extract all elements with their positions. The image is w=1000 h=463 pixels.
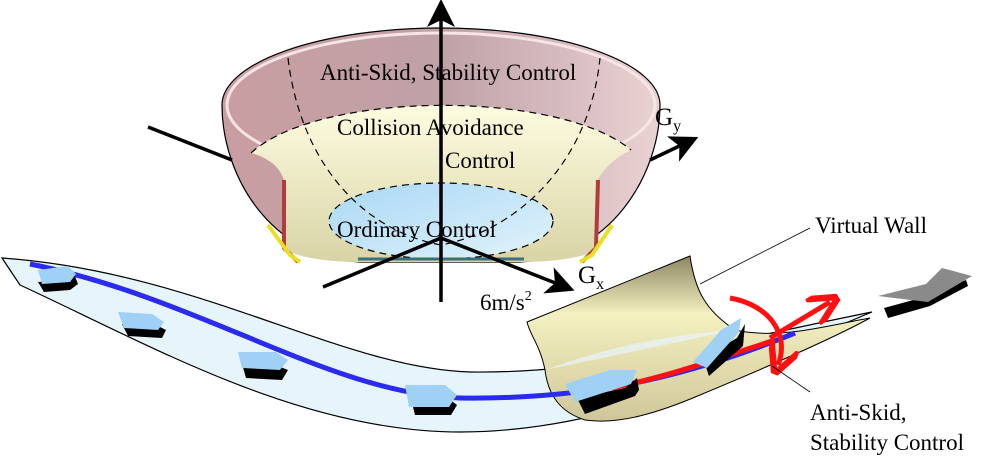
wall-label: Virtual Wall <box>815 213 927 238</box>
middle-zone-label-2: Control <box>445 148 515 173</box>
scale-label: 6m/s2 <box>480 289 532 315</box>
rotation-arrow-icon <box>729 295 781 365</box>
inner-zone-label: Ordinary Control <box>337 217 496 242</box>
gx-axis-back <box>322 236 442 289</box>
gy-label: Gy <box>655 104 681 135</box>
axes: Gy Gx 6m/s2 <box>147 0 699 315</box>
control-label-1: Anti-Skid, <box>810 400 906 425</box>
gx-axis <box>440 236 575 294</box>
gx-label: Gx <box>578 262 604 293</box>
vehicle <box>405 385 457 415</box>
vehicle <box>238 352 288 380</box>
vehicle <box>565 370 639 414</box>
control-leader-line <box>771 365 811 393</box>
vehicle <box>38 266 78 292</box>
vehicle-ahead <box>878 268 972 318</box>
vehicle <box>693 318 745 376</box>
outer-zone-label: Anti-Skid, Stability Control <box>320 60 576 85</box>
gy-axis-back <box>147 125 233 162</box>
middle-zone-label-1: Collision Avoidance <box>337 115 524 140</box>
gy-axis <box>649 136 699 162</box>
vehicles <box>38 266 972 415</box>
wall-leader-line <box>699 227 811 285</box>
vehicle <box>118 312 166 338</box>
control-label-2: Stability Control <box>810 430 964 455</box>
escape-arrow-icon <box>768 302 830 341</box>
